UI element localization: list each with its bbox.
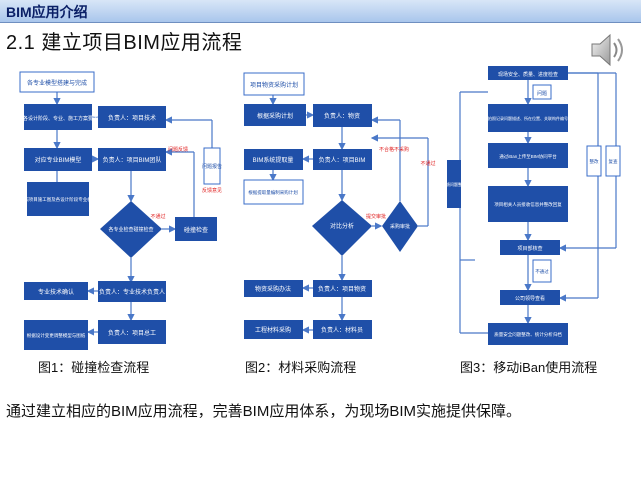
flow3-node-photo-label: 拍照记录问题描述、所在位置、关联构件编号 [488,115,568,121]
flow2-node-method [244,280,303,297]
flow1-node-specialist [98,281,166,302]
flow2-node-materials-lead [313,280,372,297]
flow2-node-plan-label: 根据采购计划 [257,112,293,120]
section-header: BIM应用介绍 [0,0,641,23]
flow2-node-compile-label: 根据提取量编制采购计划 [248,189,298,196]
flow3-node-upload [488,143,568,168]
flow2-node-start [243,72,305,96]
flow3-node-review-label: 项目部核查 [517,245,542,252]
flow1-node-report [203,147,221,185]
flow1-node-tech-owner [98,106,166,128]
flow3-node-inspection-label: 现场安全、质量、进度检查 [498,71,558,78]
caption-figure-1: 图1：碰撞检查流程 [38,360,150,375]
flow1-node-bim-team [98,148,166,171]
flow1-node-report-label: 问题报告 [202,163,222,170]
flow2-node-bim-quantity [244,149,303,170]
flow2-node-method-label: 物资采购办法 [255,285,291,293]
flow1-connectors [53,92,213,336]
flow3-node-archive-label: 质量安全问题整改、统计分析归档 [494,331,562,338]
flow3-side-feedback-label: 反馈问题整改 [442,181,466,187]
flow2-node-materials-owner [313,104,372,127]
flow2-node-materials-owner-label: 负责人：物资 [324,112,360,120]
flow1-node-confirm-label: 专业技术确认 [38,288,74,296]
speaker-icon[interactable] [588,30,632,70]
flow3-node-inspection [488,66,568,80]
flow2-node-bim-owner [313,149,372,170]
flow2-connectors [269,95,429,334]
flow1-label-fail: 不通过 [150,213,165,220]
flow3-node-upload-label: 通过iBan上传至BIM协同平台 [499,153,557,160]
flow2-node-bim-quantity-label: BIM系统提取量 [253,156,294,164]
flow2-node-clerk [313,320,372,339]
flow2-label-unqualified: 不合格不采购 [379,146,409,153]
flow2-node-clerk-label: 负责人：材料员 [321,326,363,334]
flow3-node-issue-label: 问题 [537,90,547,97]
flow1-node-confirm [24,282,88,300]
flow3-node-fail [532,259,552,283]
flow3-node-review [500,240,560,255]
flow3-side-recheck-label: 复查 [609,158,618,165]
flow3-node-rectify-label: 项目相关人员接收信息并整改回复 [494,201,562,208]
flow3-node-issue [532,84,552,100]
flow2-label-fail: 不通过 [420,160,435,167]
flow3-node-rectify [488,186,568,222]
flow3-side-rectify-label: 整改 [590,158,599,165]
section-title: BIM应用介绍 [6,4,88,20]
flow1-label-opinion: 反馈意见 [202,187,222,194]
flow3-node-photo [488,104,568,132]
flow1-node-clash [175,217,217,241]
flow3-side-rectify [586,145,602,177]
slide-title: 2.1 建立项目BIM应用流程 [6,32,243,54]
flow3-node-archive [488,323,568,345]
flow1-node-drawings-label: 按照项目施工图及各设计阶段专业模型 [20,196,97,203]
flow2-label-submit: 提交审批 [366,213,386,220]
flow1-decision [100,201,162,258]
summary-text: 通过建立相应的BIM应用流程，完善BIM应用体系，为现场BIM实施提供保障。 [6,403,522,420]
flow2-node-plan [244,104,306,126]
flow1-node-specialist-label: 负责人：专业技术负责人 [99,288,165,296]
flow1-node-clash-label: 碰撞检查 [184,226,208,234]
flow2-decision-compare-label: 对比分析 [330,222,354,230]
flow1-node-tech-owner-label: 负责人：项目技术 [108,114,156,122]
flow2-decision-approval [382,201,418,252]
caption-figure-2: 图2：材料采购流程 [245,360,357,375]
flow2-node-bim-owner-label: 负责人：项目BIM [319,156,366,164]
flow3-node-leader-label: 公司领导查看 [515,295,545,302]
flow1-decision-label: 各专业检查碰撞检查 [108,226,153,233]
flow1-node-chief-label: 负责人：项目总工 [108,329,156,337]
flow1-node-start [19,71,95,93]
flow1-node-model-label: 对应专业BIM模型 [35,156,82,164]
flow2-node-start-label: 项目物资采购计划 [250,81,298,89]
flow1-node-start-label: 各专业模型搭建与完成 [27,79,87,87]
flow2-decision-approval-label: 采购审批 [390,223,410,230]
flow1-node-drawings [27,182,89,216]
flow1-node-bim-team-label: 负责人：项目BIM团队 [103,156,162,164]
flow3-node-fail-label: 不通过 [535,268,549,275]
flow1-node-requirements-label: 按各设计阶段、专业、施工方案要求 [18,115,98,122]
flow2-node-materials-lead-label: 负责人：项目物资 [318,285,366,293]
flow2-decision-compare [312,200,372,256]
flow3-side-feedback [447,160,461,208]
flow1-label-feedback: 问题反馈 [168,146,188,153]
flow2-node-purchase [244,320,303,339]
flow3-node-leader [500,290,560,305]
flow2-node-purchase-label: 工程材料采购 [255,326,291,334]
flow3-connectors [459,72,617,334]
flow2-node-compile [243,179,304,205]
flow1-node-requirements [24,104,92,130]
flow3-side-recheck [605,145,621,177]
flow1-node-adjust-label: 根据设计变更调整模型与图纸 [27,332,86,339]
caption-figure-3: 图3：移动iBan使用流程 [460,360,598,375]
flow1-node-model [24,148,92,171]
flow1-node-chief [98,320,166,344]
flow1-node-adjust [24,320,88,350]
